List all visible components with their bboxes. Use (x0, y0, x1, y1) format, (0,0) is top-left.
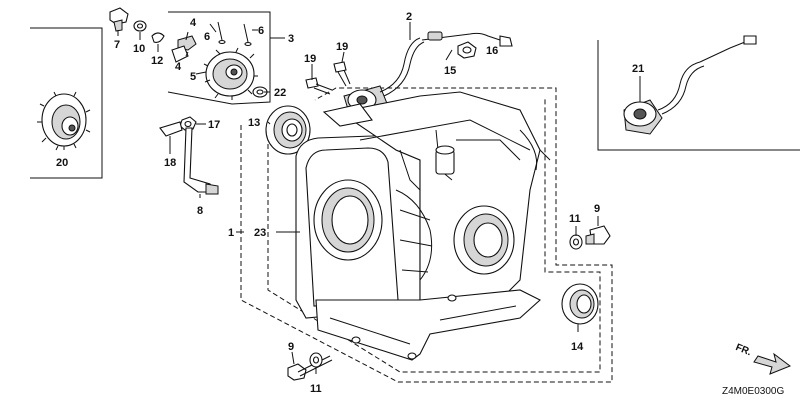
callout-23: 23 (254, 227, 266, 239)
part-governor-arm-8[interactable] (183, 127, 219, 195)
crankcase-subassembly-outline (267, 98, 601, 373)
part-oil-sensor-21[interactable] (623, 35, 757, 135)
callout-15: 15 (444, 65, 456, 77)
callout-1: 1 (228, 227, 234, 239)
callout-17: 17 (208, 119, 220, 131)
callout-4a: 4 (190, 17, 197, 29)
leader-lines (63, 22, 641, 374)
callout-12: 12 (151, 55, 163, 67)
part-bolt-19b[interactable] (305, 77, 333, 95)
part-pin-6[interactable] (217, 21, 252, 47)
callout-6b: 6 (258, 25, 264, 37)
part-washer-11-right[interactable] (569, 234, 583, 250)
front-marker-label: FR. (734, 342, 753, 358)
part-crankcase-23[interactable] (295, 91, 551, 361)
callout-20: 20 (56, 157, 68, 169)
part-governor-gear-5[interactable] (203, 47, 258, 100)
callout-16: 16 (486, 45, 498, 57)
callout-19b: 19 (304, 53, 316, 65)
callout-19a: 19 (336, 41, 348, 53)
callout-18: 18 (164, 157, 176, 169)
callout-5: 5 (190, 71, 196, 83)
part-clip-12[interactable] (151, 32, 165, 43)
part-bolt-19a[interactable] (333, 61, 351, 87)
governor-assembly-bracket (167, 11, 271, 105)
inset-frame-sensor (597, 40, 800, 151)
crankcase-assembly-outline (240, 87, 613, 383)
callout-6a: 6 (204, 31, 210, 43)
part-clip-18[interactable] (159, 121, 183, 137)
callout-21: 21 (632, 63, 644, 75)
part-washer-10[interactable] (133, 20, 147, 32)
callout-7: 7 (114, 39, 120, 51)
callout-4b: 4 (175, 61, 182, 73)
callout-3: 3 (288, 33, 294, 45)
front-direction-arrow (753, 352, 792, 375)
part-nut-16[interactable] (457, 41, 477, 59)
inset-frame-governor-gear (30, 27, 103, 179)
callout-9-bottom: 9 (288, 341, 294, 353)
part-washer-22[interactable] (252, 86, 268, 98)
part-washer-11-bottom[interactable] (309, 352, 323, 368)
callout-10: 10 (133, 43, 145, 55)
callout-22: 22 (274, 87, 286, 99)
drawing-code: Z4M0E0300G (722, 386, 784, 397)
part-bolt-9-right[interactable] (585, 225, 611, 245)
callout-8: 8 (197, 205, 203, 217)
part-governor-weight-4[interactable] (171, 35, 197, 63)
callout-11-right: 11 (569, 213, 581, 225)
callout-11-bottom: 11 (310, 383, 322, 395)
part-oil-seal-14[interactable] (561, 283, 599, 325)
part-bolt-7[interactable] (109, 7, 129, 32)
callout-14: 14 (571, 341, 584, 353)
callout-9-right: 9 (594, 203, 600, 215)
part-governor-gear-20[interactable] (37, 91, 91, 151)
callout-13: 13 (248, 117, 260, 129)
callout-2: 2 (406, 11, 412, 23)
part-bearing-13[interactable] (265, 105, 311, 155)
